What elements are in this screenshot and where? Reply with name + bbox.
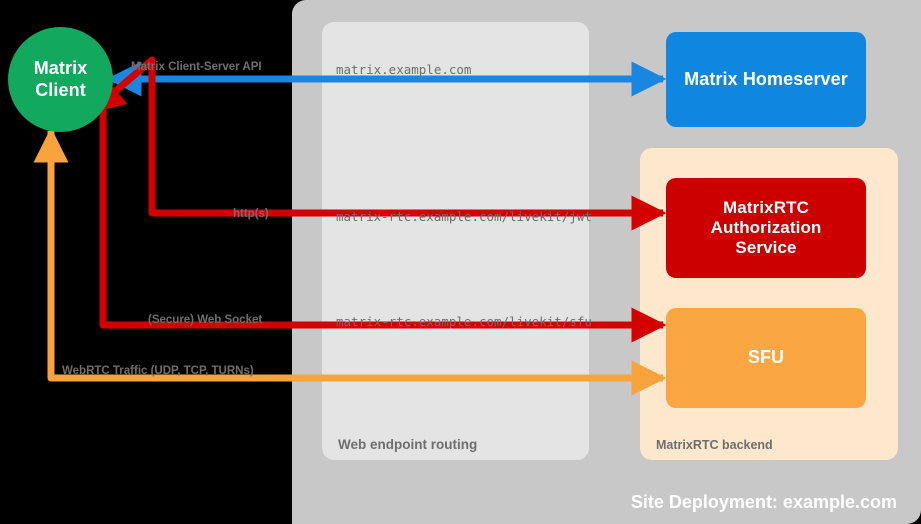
node-matrix-client[interactable]: Matrix Client xyxy=(8,27,113,132)
matrix-homeserver-label: Matrix Homeserver xyxy=(684,68,848,89)
sfu-label: SFU xyxy=(747,347,785,368)
edge-https xyxy=(89,56,667,231)
authorization-service-label: MatrixRTC Authorization Service xyxy=(710,197,822,258)
edge-label-https: http(s) xyxy=(233,208,269,220)
group-label-web-endpoint-routing: Web endpoint routing xyxy=(338,437,478,452)
endpoint-label-livekit-jwt: matrix-rtc.example.com/livekit/jwt xyxy=(336,209,592,224)
matrix-client-label: Matrix Client xyxy=(33,58,88,100)
edge-label-client-server-api: Matrix Client-Server API xyxy=(131,61,262,73)
edge-webrtc xyxy=(33,127,667,396)
node-sfu[interactable]: SFU xyxy=(666,308,866,408)
group-label-matrixrtc-backend: MatrixRTC backend xyxy=(656,438,773,452)
node-matrixrtc-authorization-service[interactable]: MatrixRTC Authorization Service xyxy=(666,178,866,278)
edge-label-webrtc: WebRTC Traffic (UDP, TCP, TURNs) xyxy=(62,365,254,377)
endpoint-label-matrix: matrix.example.com xyxy=(336,62,472,77)
edge-label-websocket: (Secure) Web Socket xyxy=(148,314,263,326)
edge-websocket xyxy=(79,82,667,343)
group-label-site-deployment: Site Deployment: example.com xyxy=(630,492,897,512)
endpoint-label-livekit-sfu: matrix-rtc.example.com/livekit/sfu xyxy=(336,314,592,329)
node-matrix-homeserver[interactable]: Matrix Homeserver xyxy=(666,32,866,127)
